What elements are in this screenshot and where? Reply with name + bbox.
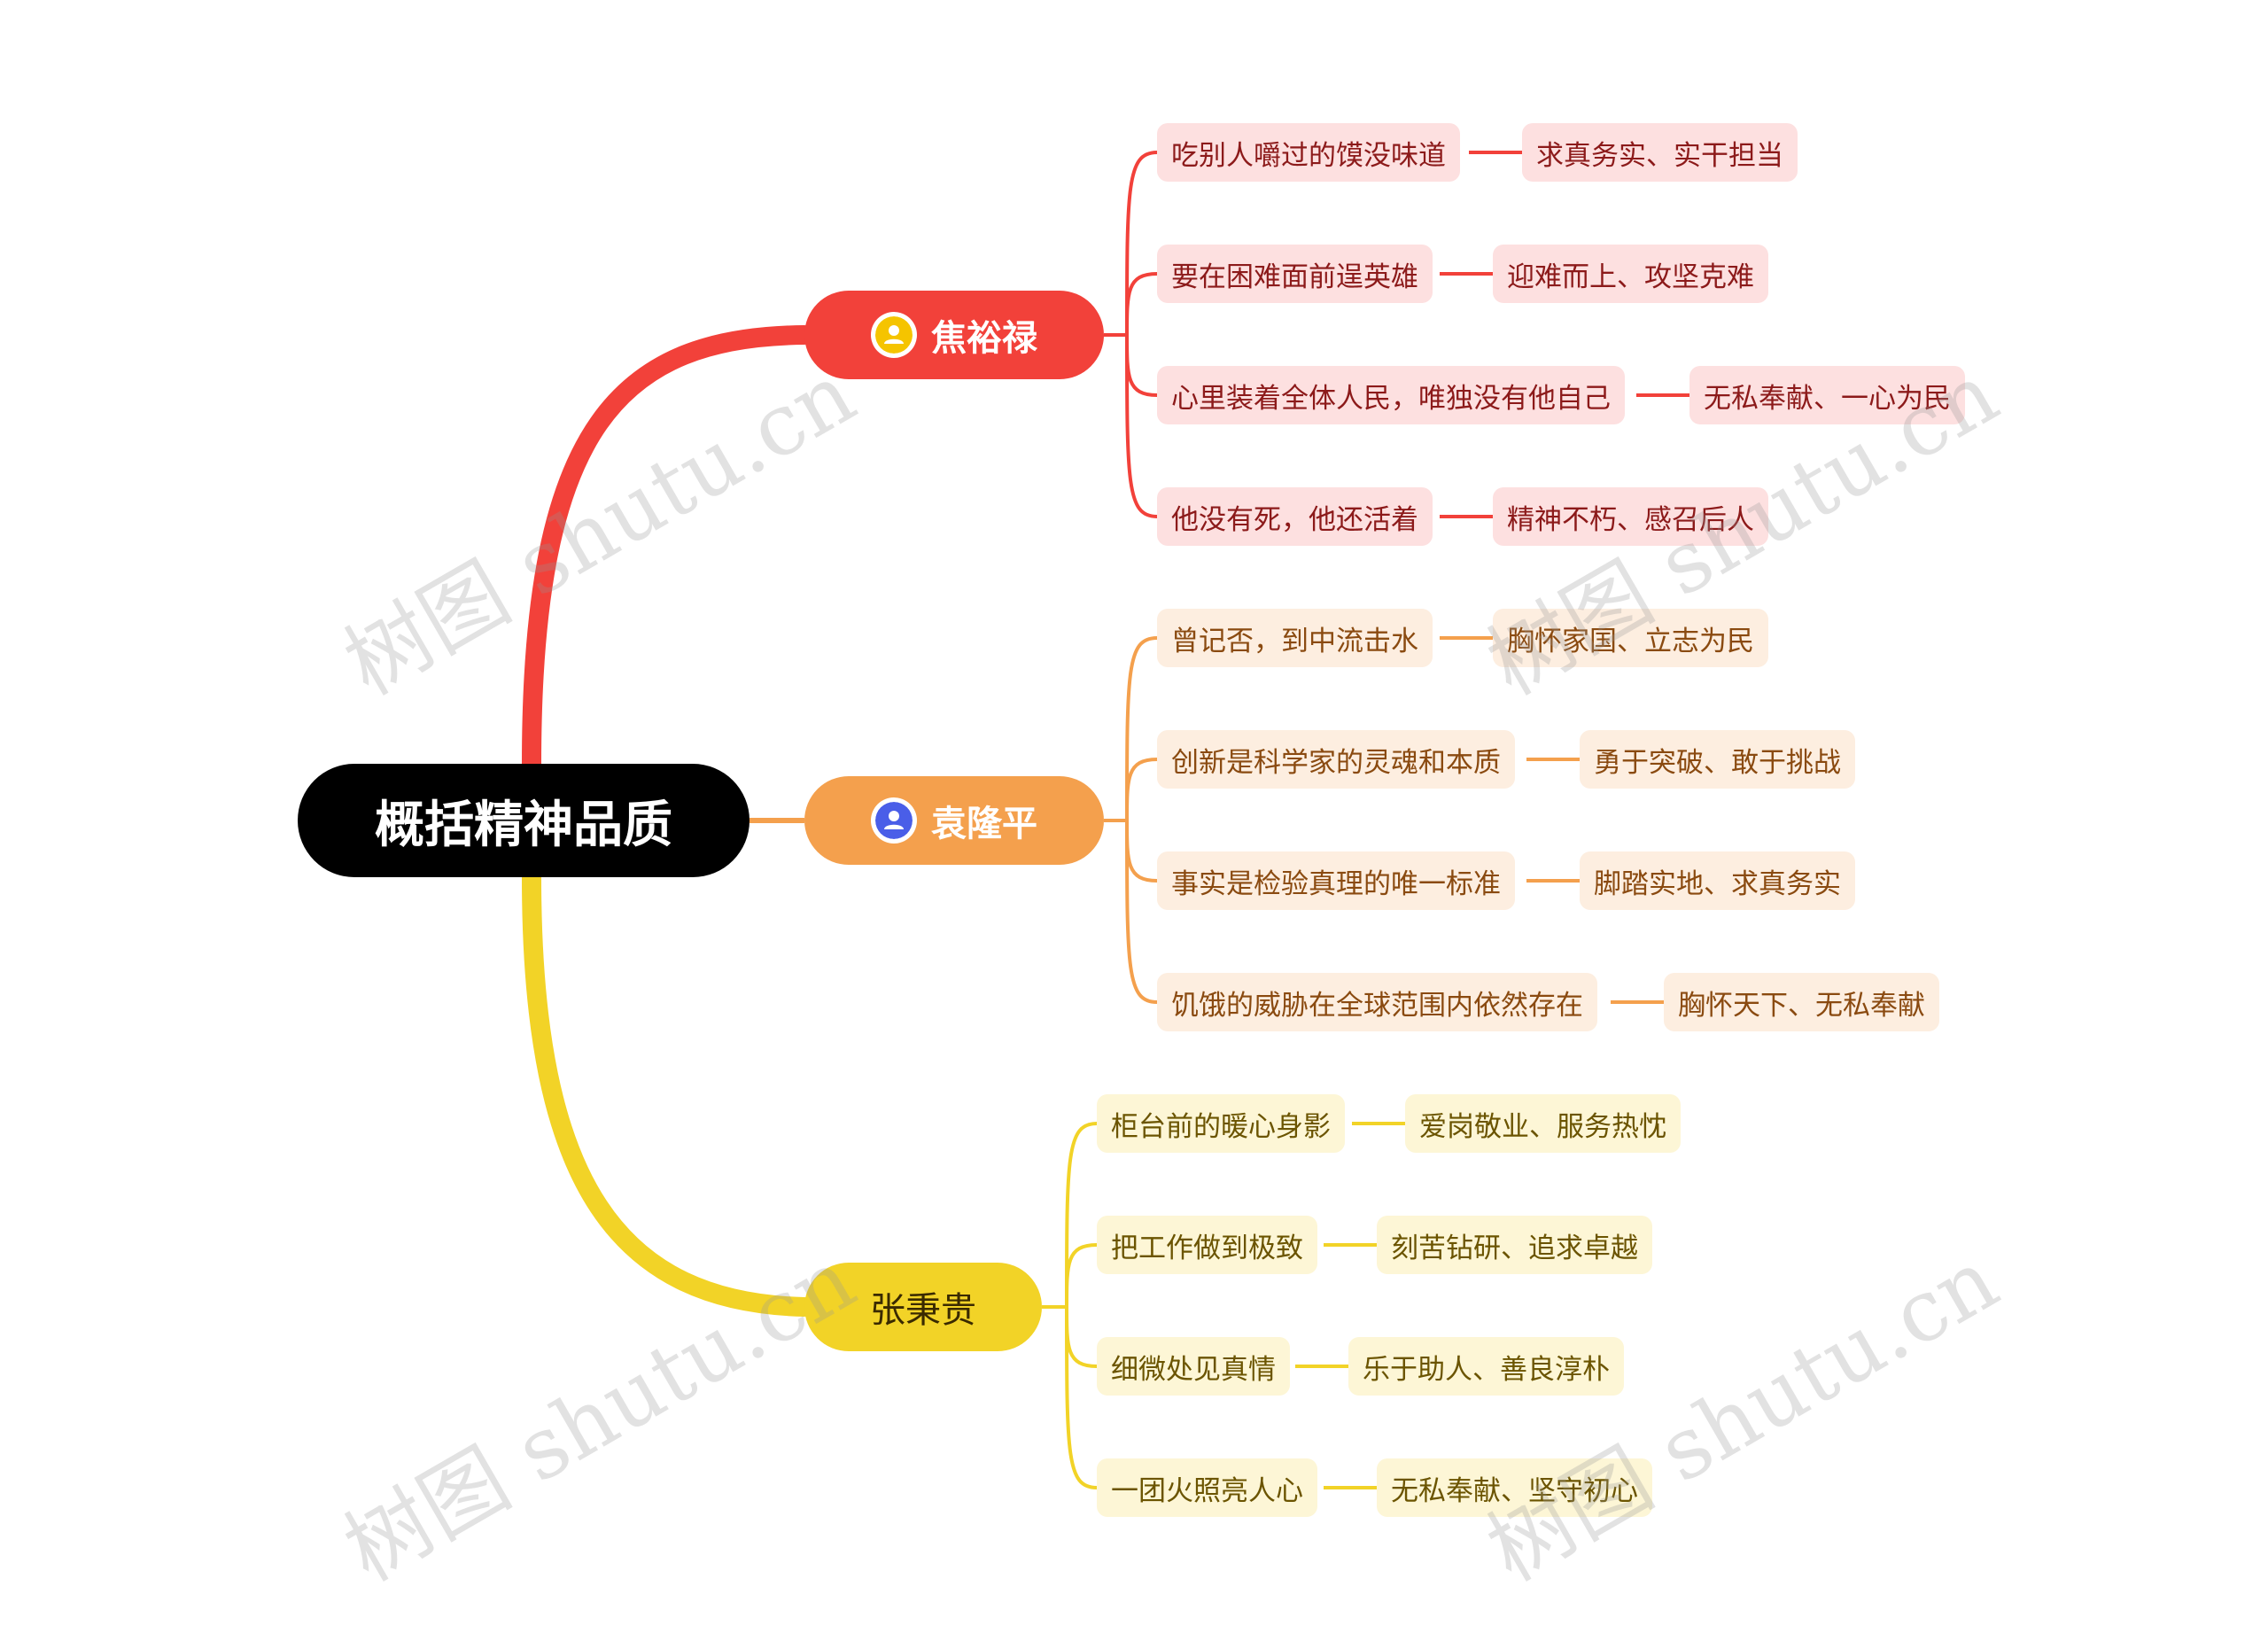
quote-node[interactable]: 要在困难面前逞英雄	[1157, 245, 1433, 303]
connector-root-branch-2	[522, 867, 814, 1317]
connector-branch-2-item-1	[1065, 1243, 1098, 1308]
quote-node[interactable]: 吃别人嚼过的馍没味道	[1157, 123, 1460, 182]
connector-branch-2-item-3	[1065, 1306, 1098, 1489]
connector-branch-0-item-1	[1125, 272, 1158, 336]
connector-branch-1-item-3	[1125, 820, 1158, 1004]
branch-node-yuanlongping[interactable]: 袁隆平	[804, 776, 1104, 865]
quality-node[interactable]: 胸怀家国、立志为民	[1493, 609, 1768, 667]
connector-branch-2-item-2	[1065, 1306, 1098, 1368]
quality-node[interactable]: 求真务实、实干担当	[1522, 123, 1798, 182]
connector-branch-0-item-3	[1125, 334, 1158, 518]
branch-label: 袁隆平	[931, 804, 1037, 844]
quote-node[interactable]: 心里装着全体人民，唯独没有他自己	[1157, 366, 1625, 424]
quality-node[interactable]: 精神不朽、感召后人	[1493, 487, 1768, 546]
quote-node[interactable]: 他没有死，他还活着	[1157, 487, 1433, 546]
connector-branch-1-item-2	[1125, 820, 1158, 883]
quote-node[interactable]: 曾记否，到中流击水	[1157, 609, 1433, 667]
connector-branch-1-item-0	[1125, 636, 1158, 821]
quality-node[interactable]: 勇于突破、敢于挑战	[1580, 730, 1855, 789]
quote-node[interactable]: 事实是检验真理的唯一标准	[1157, 851, 1515, 910]
quality-node[interactable]: 无私奉献、一心为民	[1689, 366, 1965, 424]
connector-branch-2-item-0	[1065, 1122, 1098, 1308]
quote-node[interactable]: 柜台前的暖心身影	[1097, 1094, 1345, 1153]
branch-label: 张秉贵	[870, 1290, 976, 1331]
quality-node[interactable]: 胸怀天下、无私奉献	[1664, 973, 1939, 1031]
user-icon	[871, 797, 917, 844]
quote-node[interactable]: 创新是科学家的灵魂和本质	[1157, 730, 1515, 789]
branch-node-jiaoyulu[interactable]: 焦裕禄	[804, 291, 1104, 379]
branch-node-zhangbinggui[interactable]: 张秉贵	[804, 1263, 1042, 1351]
user-icon	[871, 312, 917, 358]
quote-node[interactable]: 一团火照亮人心	[1097, 1458, 1317, 1517]
connector-branch-0-item-2	[1125, 334, 1158, 397]
connector-branch-1-item-1	[1125, 758, 1158, 821]
connector-root-branch-0	[522, 325, 814, 774]
connector-branch-0-item-0	[1125, 151, 1158, 336]
quality-node[interactable]: 脚踏实地、求真务实	[1580, 851, 1855, 910]
quality-node[interactable]: 爱岗敬业、服务热忱	[1405, 1094, 1681, 1153]
root-node[interactable]: 概括精神品质	[298, 764, 750, 877]
quality-node[interactable]: 无私奉献、坚守初心	[1377, 1458, 1652, 1517]
quality-node[interactable]: 迎难而上、攻坚克难	[1493, 245, 1768, 303]
quote-node[interactable]: 细微处见真情	[1097, 1337, 1290, 1396]
quote-node[interactable]: 饥饿的威胁在全球范围内依然存在	[1157, 973, 1597, 1031]
quality-node[interactable]: 乐于助人、善良淳朴	[1348, 1337, 1624, 1396]
branch-label: 焦裕禄	[931, 318, 1037, 359]
quality-node[interactable]: 刻苦钻研、追求卓越	[1377, 1216, 1652, 1274]
quote-node[interactable]: 把工作做到极致	[1097, 1216, 1317, 1274]
